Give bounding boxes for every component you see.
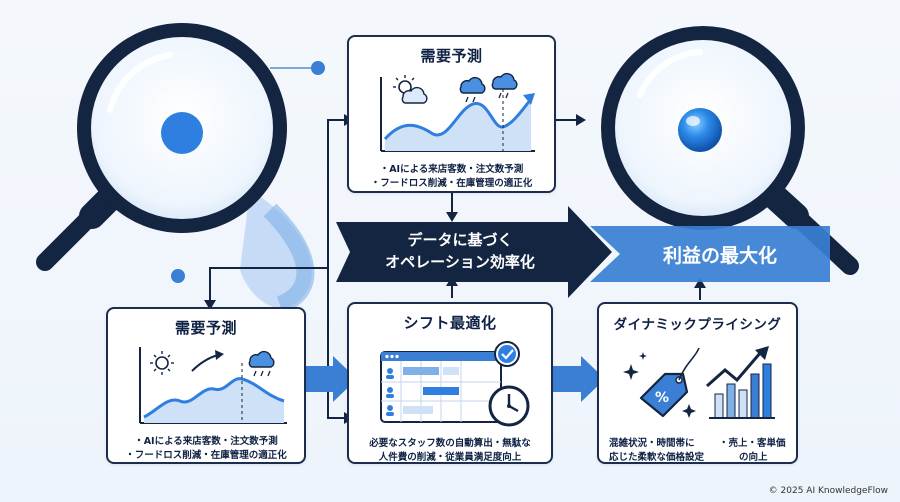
bullet-line: ・フードロス削減・在庫管理の適正化: [370, 178, 533, 189]
result-banner-label: 利益の最大化: [662, 245, 777, 267]
bullet-line: ・AIによる来店客数・注文数予測: [379, 164, 524, 175]
staff-rows: [381, 361, 501, 422]
sparkle-icon: [623, 352, 696, 418]
sun-icon: [150, 351, 174, 375]
rain-cloud-icon: [248, 350, 275, 377]
top-demand-panel: 需要予測 ・AIによる来店客数・注文数予測 ・フードロス削減・在庫管理の適正化: [347, 35, 556, 193]
panel-title: 需要予測: [420, 47, 483, 65]
left-magnifier-icon: [36, 23, 287, 271]
panel-title: 需要予測: [174, 319, 237, 337]
clock-icon: [488, 385, 530, 427]
center-banner-line-1: データに基づく: [407, 231, 513, 249]
result-banner-shape: [590, 226, 830, 282]
demand-chart-icon: [139, 347, 287, 424]
bullet-line: ・フードロス削減・在庫管理の適正化: [125, 450, 287, 461]
center-banner-shape: [336, 206, 612, 298]
shift-optimization-panel: シフト最適化: [347, 302, 553, 464]
svg-text:%: %: [655, 390, 669, 406]
bullet-line: 人件費の削減・従業員満足度向上: [378, 452, 522, 463]
panel-title: ダイナミックプライシング: [613, 317, 782, 333]
copyright-text: © 2025 AI KnowledgeFlow: [768, 486, 888, 496]
check-circle-icon: [494, 341, 520, 367]
rain-cloud-icon: [459, 72, 518, 103]
bottom-demand-panel: 需要予測 ・AIによる来店客数・注文数予測 ・フードロス削減・在庫管理の適正化: [106, 307, 306, 464]
percent-tag-icon: %: [639, 347, 700, 418]
dynamic-pricing-panel: ダイナミックプライシング % 混雑状況・時間帯に 応じた柔軟な価格設定 ・売上・…: [597, 302, 798, 464]
bullet-line: ・AIによる来店客数・注文数予測: [134, 436, 278, 447]
pricing-icon: %: [623, 346, 775, 419]
shift-schedule-icon: [380, 341, 530, 427]
bullet-left-2: 応じた柔軟な価格設定: [609, 452, 705, 463]
bullet-right-1: ・売上・客単価: [719, 438, 786, 449]
bullet-left-1: 混雑状況・時間帯に: [609, 438, 695, 449]
growth-bars-icon: [706, 346, 775, 419]
bullet-right-2: の向上: [739, 452, 768, 463]
center-banner-line-2: オペレーション効率化: [385, 253, 535, 271]
demand-chart-icon: [380, 72, 535, 152]
panel-title: シフト最適化: [403, 314, 497, 332]
sun-cloud-icon: [393, 75, 428, 104]
bullet-line: 必要なスタッフ数の自動算出・無駄な: [369, 438, 531, 449]
